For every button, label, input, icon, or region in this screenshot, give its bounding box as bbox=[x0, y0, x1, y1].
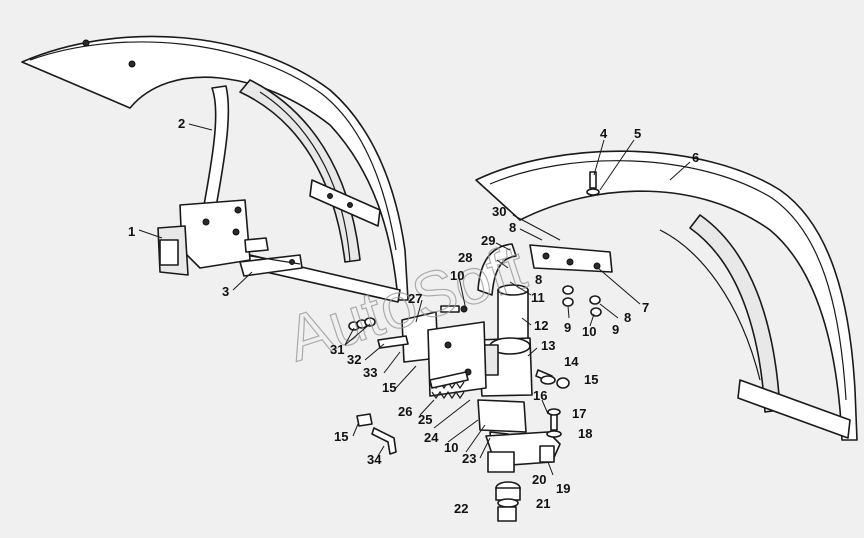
callout-28: 28 bbox=[458, 250, 472, 265]
block-22 bbox=[497, 506, 517, 522]
callout-10-center: 10 bbox=[450, 268, 464, 283]
nut-15-left bbox=[356, 413, 373, 427]
callout-30: 30 bbox=[492, 204, 506, 219]
callout-6: 6 bbox=[692, 150, 699, 165]
callout-12: 12 bbox=[534, 318, 548, 333]
nut-15-right bbox=[556, 377, 570, 389]
callout-8-right: 8 bbox=[624, 310, 631, 325]
washers-31 bbox=[348, 317, 376, 331]
callout-15-left: 15 bbox=[334, 429, 348, 444]
callout-11: 11 bbox=[531, 290, 545, 305]
leader-lines bbox=[138, 123, 691, 476]
callout-20: 20 bbox=[532, 472, 546, 487]
pivot-housing-13 bbox=[477, 337, 533, 397]
callout-16: 16 bbox=[533, 388, 547, 403]
callout-8-top: 8 bbox=[509, 220, 516, 235]
callout-14: 14 bbox=[564, 354, 579, 369]
pin-32 bbox=[377, 335, 409, 349]
callout-10-right: 10 bbox=[582, 324, 596, 339]
callout-3: 3 bbox=[222, 284, 229, 299]
bolt-14 bbox=[535, 369, 556, 385]
callout-9-right: 9 bbox=[612, 322, 619, 337]
latch-19 bbox=[485, 431, 561, 473]
callout-7: 7 bbox=[642, 300, 649, 315]
callout-labels: 1 2 3 4 5 6 7 8 8 8 9 9 10 10 10 11 12 1… bbox=[128, 116, 699, 516]
nut-21 bbox=[497, 498, 519, 508]
callout-13: 13 bbox=[541, 338, 555, 353]
pivot-shaft bbox=[477, 243, 529, 341]
callout-4: 4 bbox=[600, 126, 608, 141]
callout-21: 21 bbox=[536, 496, 550, 511]
right-bracket-plate bbox=[529, 244, 613, 273]
callout-32: 32 bbox=[347, 352, 361, 367]
callout-17: 17 bbox=[572, 406, 586, 421]
fender-stay-tube bbox=[203, 85, 230, 208]
hex-key-34 bbox=[371, 427, 397, 455]
callout-15-right: 15 bbox=[584, 372, 598, 387]
callout-23: 23 bbox=[462, 451, 476, 466]
callout-25: 25 bbox=[418, 412, 432, 427]
callout-8-mid: 8 bbox=[535, 272, 542, 287]
fender-mount-bracket bbox=[157, 199, 269, 276]
callout-19: 19 bbox=[556, 481, 570, 496]
callout-33: 33 bbox=[363, 365, 377, 380]
bolt-4 bbox=[586, 171, 600, 196]
callout-15-center: 15 bbox=[382, 380, 396, 395]
pin-17 bbox=[547, 408, 561, 431]
callout-1: 1 bbox=[128, 224, 135, 239]
callout-22: 22 bbox=[454, 501, 468, 516]
callout-27: 27 bbox=[408, 291, 422, 306]
callout-26: 26 bbox=[398, 404, 412, 419]
callout-29: 29 bbox=[481, 233, 495, 248]
nuts-8-9-10 bbox=[562, 285, 602, 317]
pin-26 bbox=[429, 371, 469, 389]
washer-18 bbox=[546, 430, 562, 438]
right-fender bbox=[475, 150, 858, 441]
bolt-10-center bbox=[440, 305, 468, 313]
callout-31: 31 bbox=[330, 342, 344, 357]
rubber-block-20 bbox=[495, 481, 521, 501]
callout-34: 34 bbox=[367, 452, 382, 467]
mounting-plate-3 bbox=[239, 254, 303, 277]
callout-10-bottom: 10 bbox=[444, 440, 458, 455]
callout-2: 2 bbox=[178, 116, 185, 131]
callout-24: 24 bbox=[424, 430, 439, 445]
callout-18: 18 bbox=[578, 426, 592, 441]
callout-9-left: 9 bbox=[564, 320, 571, 335]
callout-5: 5 bbox=[634, 126, 641, 141]
